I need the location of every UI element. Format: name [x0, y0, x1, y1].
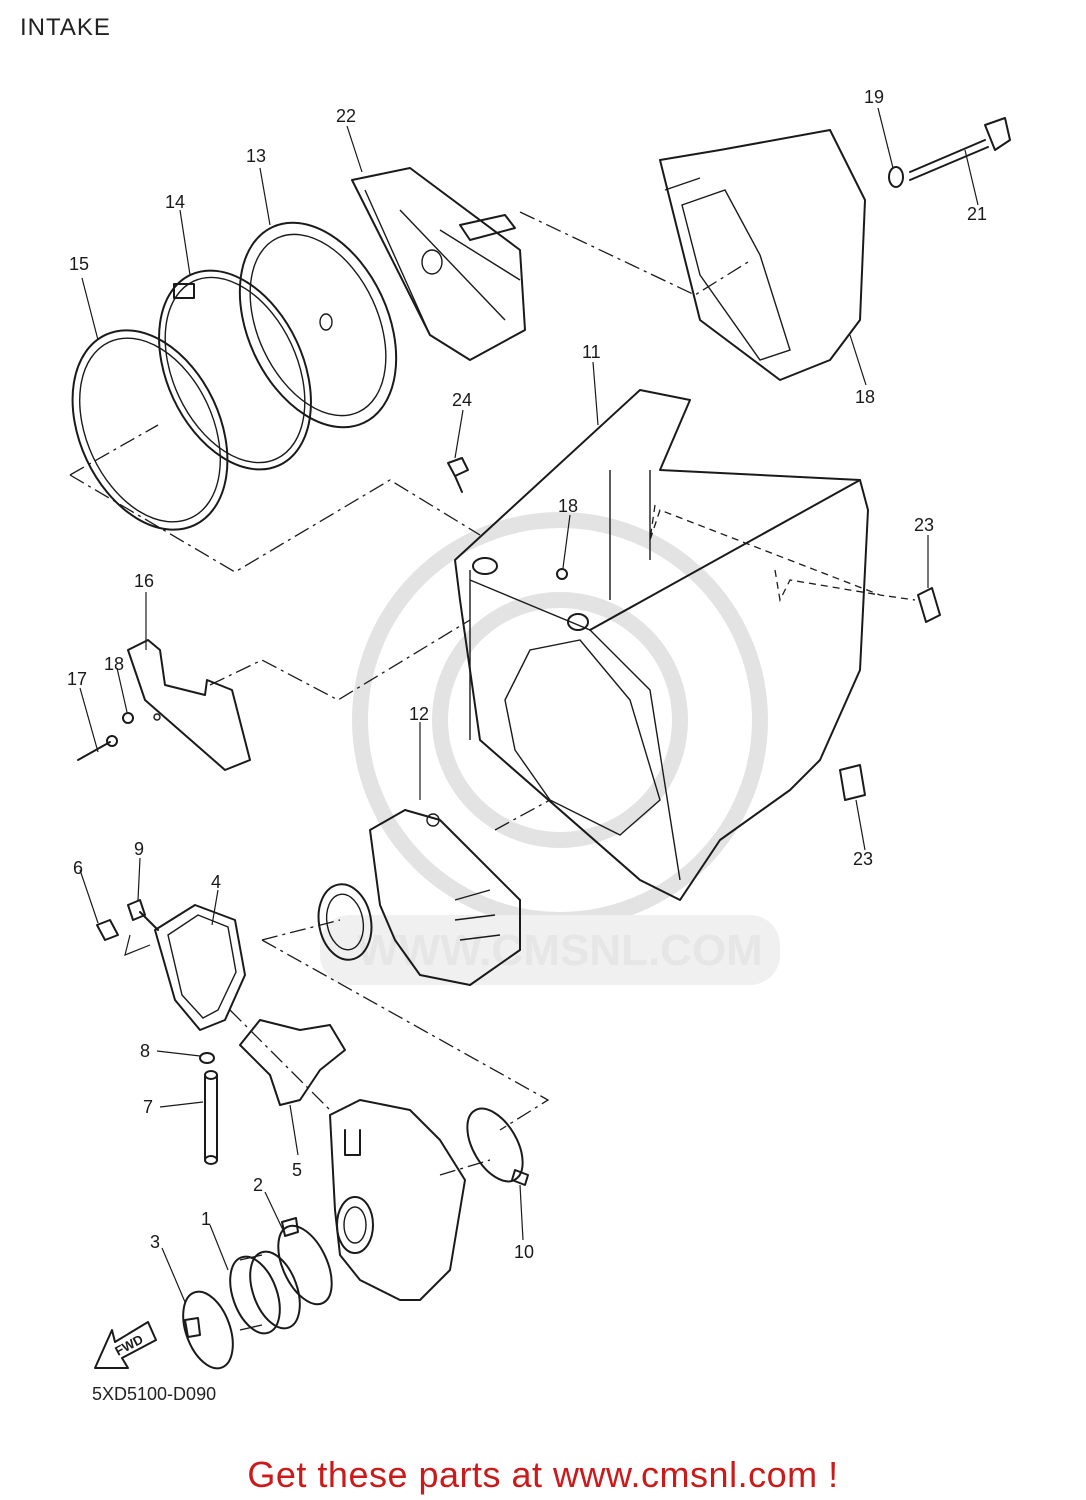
part-10-clamp [466, 1107, 529, 1186]
part-12-intake-duct [317, 809, 521, 986]
callout-22: 22 [336, 106, 356, 126]
part-8-ring [199, 1052, 215, 1064]
callout-21: 21 [967, 204, 987, 224]
carburetor-body [329, 1099, 466, 1301]
callout-18-lower: 18 [104, 654, 124, 674]
part-23-clip-b [839, 764, 866, 801]
part-2-band [277, 1217, 333, 1306]
part-16-plate [127, 639, 251, 771]
part-17-rivet [77, 735, 118, 761]
callout-19: 18 [855, 387, 875, 407]
diagram-code: 5XD5100-D090 [92, 1384, 217, 1404]
callout-23-lower: 23 [853, 849, 873, 869]
callout-3: 3 [150, 1232, 160, 1252]
part-15-ring [71, 329, 229, 531]
part-21-wing-bolt [909, 117, 1011, 181]
callout-18-upper: 18 [558, 496, 578, 516]
part-5-gasket [239, 1019, 346, 1106]
callout-24: 24 [452, 390, 472, 410]
part-22-filter-cage [351, 167, 526, 361]
callout-8: 8 [140, 1041, 150, 1061]
assembly-lines [69, 211, 916, 1176]
part-1-joint [229, 1250, 301, 1335]
part-20-washer [888, 166, 904, 188]
part-18-grommet-b [122, 712, 134, 724]
part-6-clip [96, 919, 119, 941]
callout-13: 13 [246, 146, 266, 166]
leader-lines [79, 107, 979, 1303]
callout-labels: 15 14 13 22 19 21 18 11 24 18 23 23 16 1… [67, 87, 987, 1262]
part-3-clamp [182, 1290, 234, 1370]
callout-15: 15 [69, 254, 89, 274]
part-24-bolt [447, 457, 469, 493]
cta-link[interactable]: Get these parts at www.cmsnl.com ! [247, 1454, 839, 1495]
callout-9: 9 [134, 839, 144, 859]
part-14-band [158, 269, 312, 471]
part-7-hose [204, 1070, 218, 1165]
exploded-parts-diagram: WWW.CMSNL.COM [67, 87, 1011, 1370]
part-19-foam-cone [659, 129, 866, 381]
callout-7: 7 [143, 1097, 153, 1117]
callout-16: 16 [134, 571, 154, 591]
cta-banner[interactable]: Get these parts at www.cmsnl.com ! [0, 1454, 1086, 1496]
part-18-grommet [556, 568, 568, 580]
page-title: INTAKE [20, 14, 111, 41]
callout-4: 4 [211, 872, 221, 892]
callout-17: 17 [67, 669, 87, 689]
callout-14: 14 [165, 192, 185, 212]
callout-12: 12 [409, 704, 429, 724]
watermark: WWW.CMSNL.COM [320, 512, 780, 985]
part-23-clip [917, 587, 941, 623]
callout-20: 19 [864, 87, 884, 107]
fwd-arrow-icon: FWD [94, 1321, 157, 1369]
part-4-cover [154, 904, 246, 1031]
part-13-filter-element [238, 221, 398, 429]
callout-10: 10 [514, 1242, 534, 1262]
callout-11: 11 [582, 342, 601, 362]
callout-6: 6 [73, 858, 83, 878]
watermark-text: WWW.CMSNL.COM [357, 926, 763, 975]
callout-5: 5 [292, 1160, 302, 1180]
callout-23-upper: 23 [914, 515, 934, 535]
callout-2: 2 [253, 1175, 263, 1195]
part-11-air-box [454, 389, 869, 901]
part-9-screw [127, 899, 159, 931]
callout-1: 1 [201, 1209, 211, 1229]
